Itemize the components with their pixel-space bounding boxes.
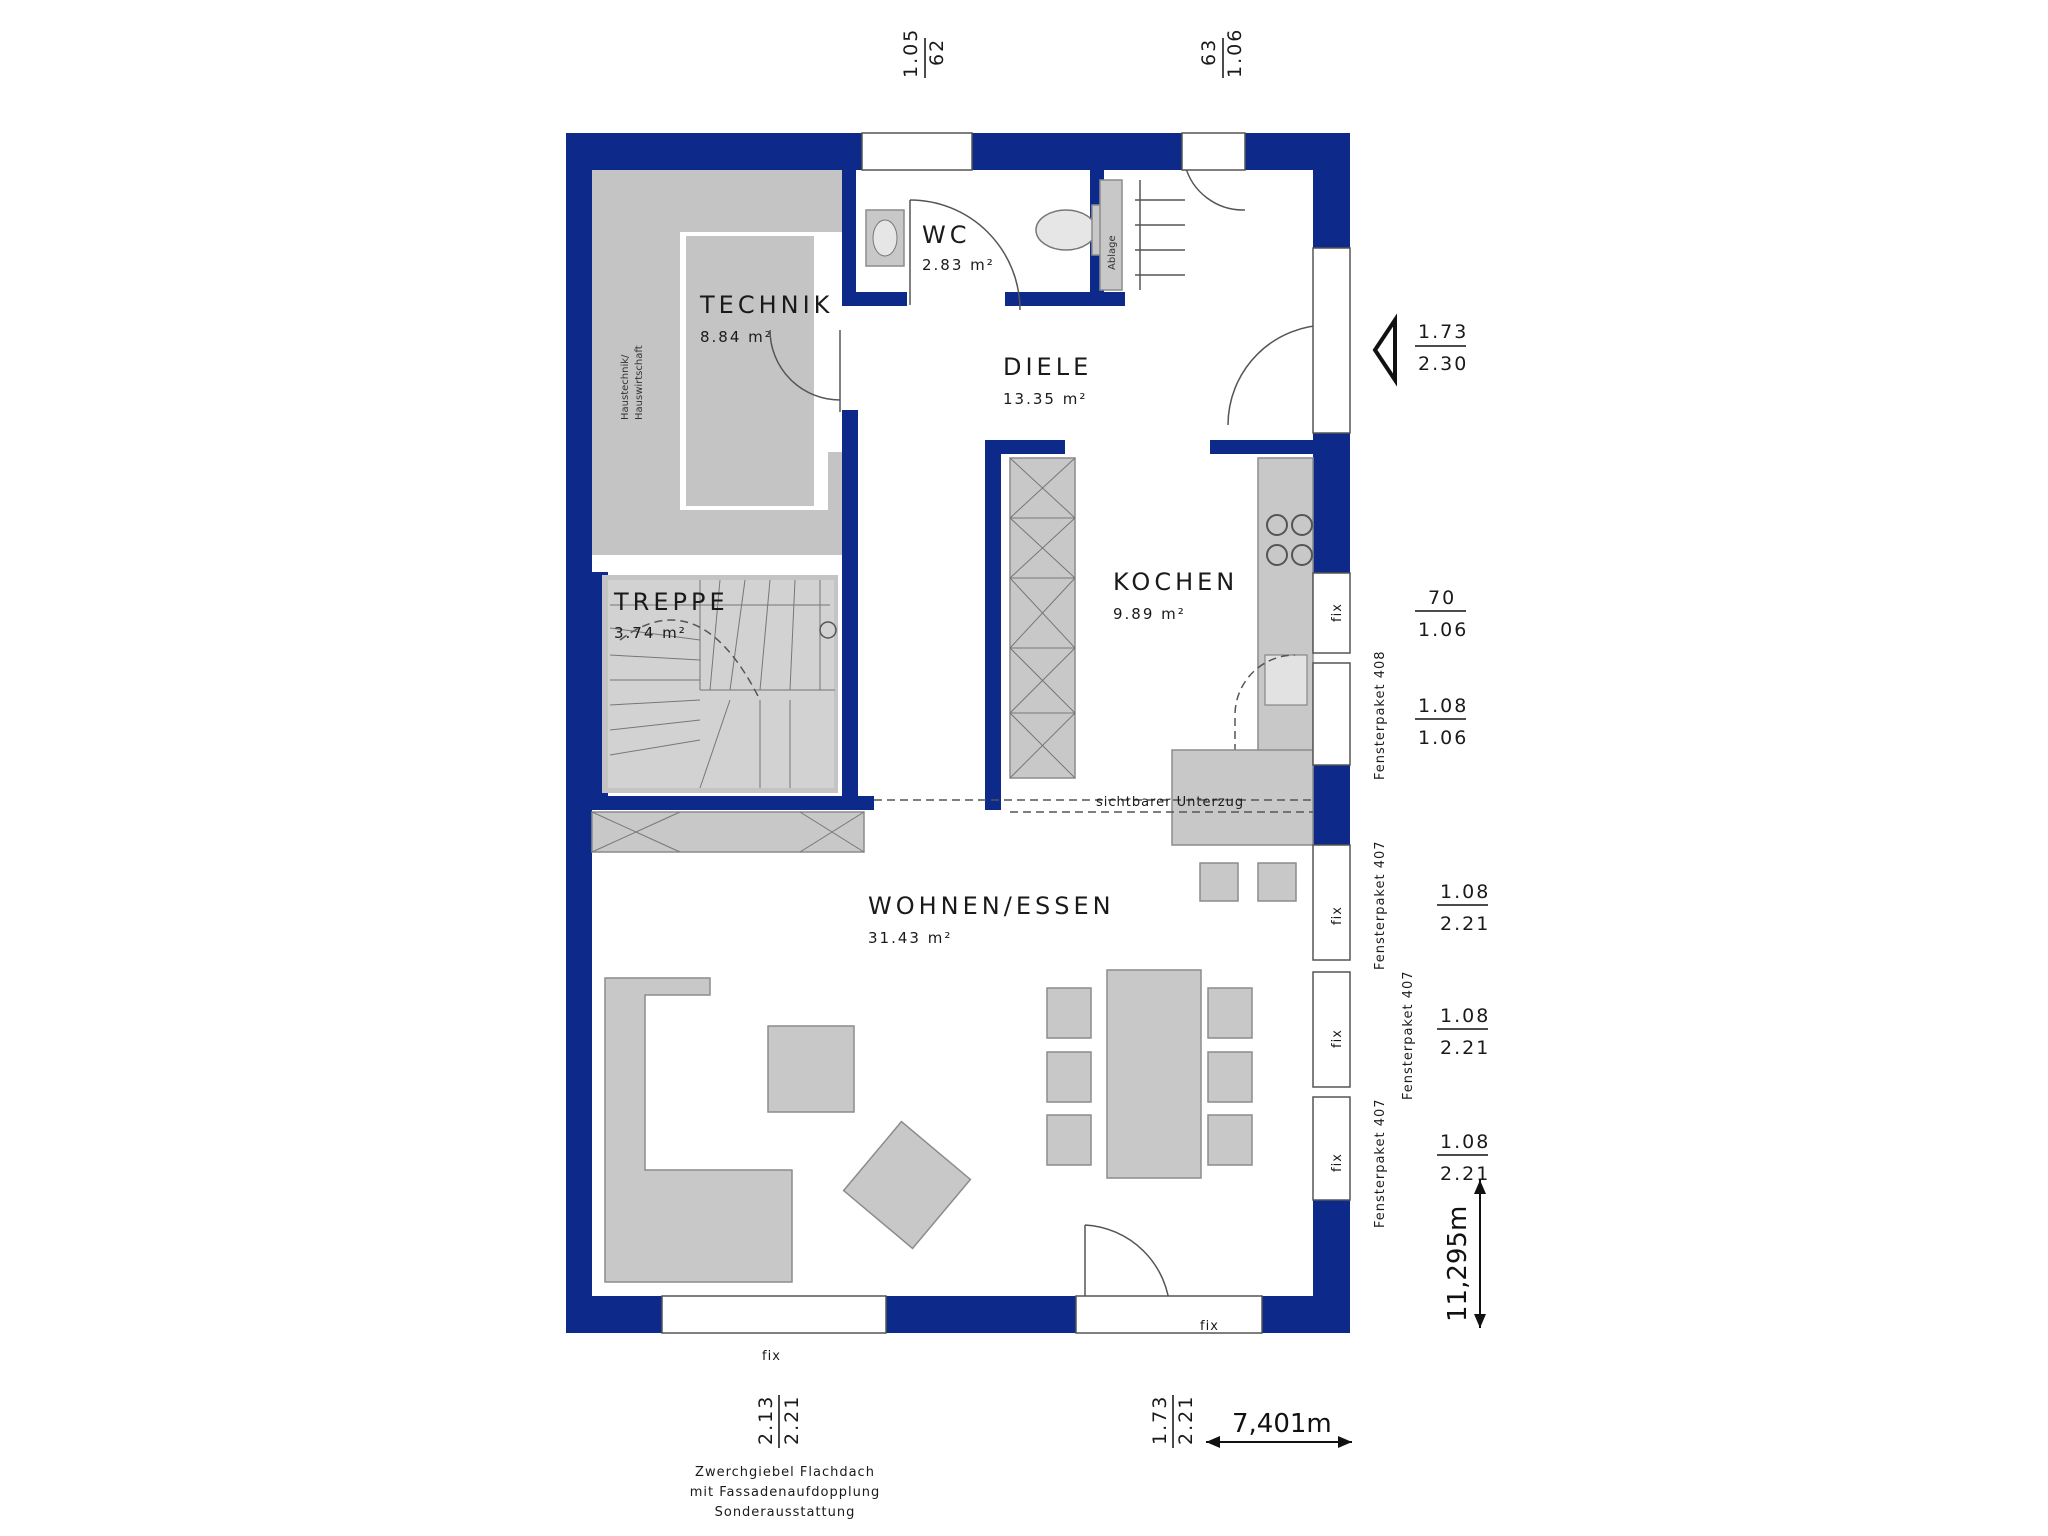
unterzug: sichtbarer Unterzug [874, 795, 1313, 813]
overall-depth: 11,295m [1443, 1180, 1486, 1328]
svg-text:2.21: 2.21 [1440, 1037, 1490, 1059]
window-fix-label-6: fix [1200, 1319, 1219, 1334]
room-name-diele: DIELE [1003, 353, 1092, 381]
overall-width: 7,401m [1206, 1409, 1352, 1448]
room-area-wohnen: 31.43 m² [868, 929, 952, 947]
window-fix-label-4: fix [1330, 1153, 1345, 1172]
room-area-diele: 13.35 m² [1003, 390, 1087, 408]
outer-walls [566, 133, 1350, 1333]
room-area-technik: 8.84 m² [700, 328, 773, 346]
svg-text:63: 63 [1198, 38, 1220, 66]
svg-text:2.21: 2.21 [1440, 1163, 1490, 1185]
fensterpaket-408-label: Fensterpaket 408 [1373, 650, 1388, 780]
technik-grey-area [592, 170, 842, 555]
dim-top-left: 1.05 62 [900, 28, 948, 78]
fensterpaket-407-label-1: Fensterpaket 407 [1373, 840, 1388, 970]
room-area-kochen: 9.89 m² [1113, 605, 1186, 623]
svg-text:1.73: 1.73 [1149, 1395, 1171, 1445]
doors [769, 164, 1329, 1315]
note-line-2: mit Fassadenaufdopplung [690, 1485, 881, 1500]
note-line-3: Sonderausstattung [715, 1505, 856, 1520]
dim-living-window-1: 1.08 2.21 [1437, 881, 1490, 935]
ablage-label: Ablage [1107, 235, 1118, 270]
room-name-treppe: TREPPE [613, 588, 729, 616]
unterzug-label: sichtbarer Unterzug [1096, 795, 1244, 810]
svg-text:1.08: 1.08 [1440, 881, 1490, 903]
special-features-note: Zwerchgiebel Flachdach mit Fassadenaufdo… [690, 1465, 881, 1520]
dim-kitchen-window-2: 1.08 1.06 [1415, 695, 1468, 749]
window-fix-label-2: fix [1330, 906, 1345, 925]
svg-text:1.73: 1.73 [1418, 321, 1468, 343]
svg-text:70: 70 [1428, 587, 1456, 609]
room-name-wc: WC [922, 221, 971, 249]
svg-text:1.06: 1.06 [1224, 28, 1246, 78]
fensterpaket-407-label-3: Fensterpaket 407 [1373, 1098, 1388, 1228]
dim-living-window-3: 1.08 2.21 [1437, 1131, 1490, 1185]
window-fix-label-5: fix [762, 1349, 781, 1364]
svg-text:1.08: 1.08 [1440, 1131, 1490, 1153]
dim-kitchen-window-1: 70 1.06 [1415, 587, 1468, 641]
svg-text:2.21: 2.21 [1175, 1395, 1197, 1445]
room-area-treppe: 3.74 m² [614, 624, 687, 642]
room-name-technik: TECHNIK [699, 291, 833, 319]
room-area-wc: 2.83 m² [922, 256, 995, 274]
total-depth-label: 11,295m [1443, 1206, 1473, 1322]
svg-text:2.21: 2.21 [1440, 913, 1490, 935]
haustechnik-label-2: Hauswirtschaft [634, 345, 645, 420]
windows [661, 132, 1351, 1334]
svg-text:1.05: 1.05 [900, 28, 922, 78]
svg-text:2.13: 2.13 [755, 1395, 777, 1445]
dimension-labels: 1.05 62 63 1.06 1.73 2.30 70 1.06 1.08 1… [755, 28, 1490, 1448]
dim-bottom-left: 2.13 2.21 [755, 1395, 803, 1448]
fensterpaket-407-label-2: Fensterpaket 407 [1401, 970, 1416, 1100]
kitchen-units [1009, 457, 1314, 846]
haustechnik-label-1: Haustechnik/ [620, 354, 631, 420]
svg-text:1.06: 1.06 [1418, 619, 1468, 641]
window-fix-label-1: fix [1330, 603, 1345, 622]
room-name-kochen: KOCHEN [1113, 568, 1238, 596]
note-line-1: Zwerchgiebel Flachdach [695, 1465, 875, 1480]
room-name-wohnen: WOHNEN/ESSEN [868, 892, 1115, 920]
svg-text:1.06: 1.06 [1418, 727, 1468, 749]
entrance-marker [1372, 313, 1397, 387]
svg-text:62: 62 [926, 38, 948, 66]
svg-text:1.08: 1.08 [1440, 1005, 1490, 1027]
dim-bottom-right: 1.73 2.21 [1149, 1395, 1197, 1448]
svg-text:2.30: 2.30 [1418, 353, 1468, 375]
total-width-label: 7,401m [1232, 1409, 1332, 1439]
window-fix-label-3: fix [1330, 1029, 1345, 1048]
wc-fixtures: Ablage [865, 179, 1185, 291]
dim-door-right: 1.73 2.30 [1415, 321, 1468, 375]
dim-living-window-2: 1.08 2.21 [1437, 1005, 1490, 1059]
svg-text:2.21: 2.21 [781, 1395, 803, 1445]
living-furniture [604, 862, 1297, 1283]
svg-text:1.08: 1.08 [1418, 695, 1468, 717]
living-sideboard [591, 811, 865, 853]
dim-top-right: 63 1.06 [1198, 28, 1246, 78]
staircase [602, 575, 838, 793]
